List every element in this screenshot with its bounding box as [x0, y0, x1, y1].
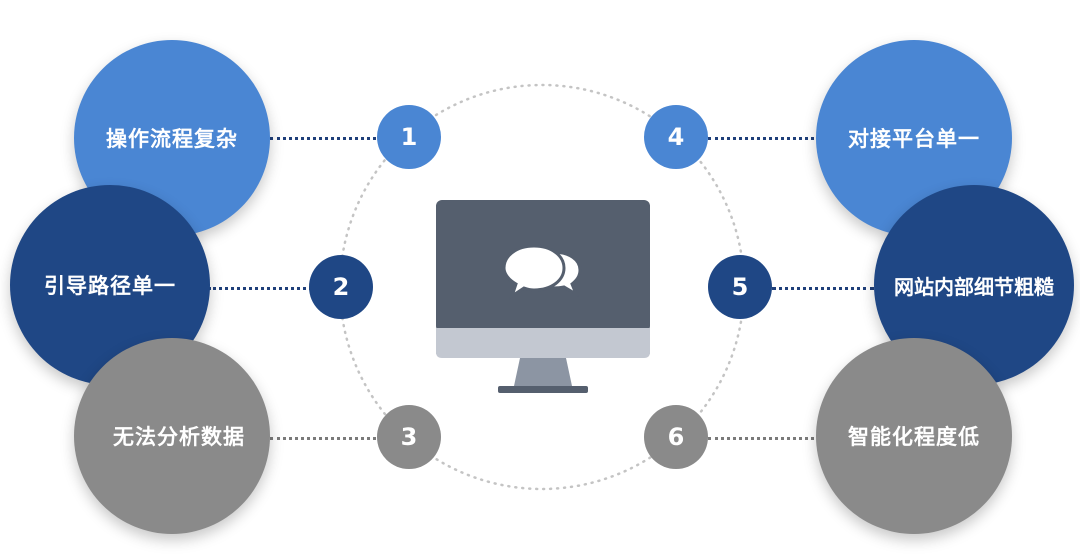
connector-4: [708, 137, 820, 140]
number-5: 5: [731, 273, 749, 301]
issue-label-2: 引导路径单一: [44, 274, 176, 298]
connector-1: [270, 137, 382, 140]
number-3: 3: [400, 423, 418, 451]
issue-circle-3: 无法分析数据: [74, 338, 270, 534]
issue-circle-5: 网站内部细节粗糙: [874, 185, 1074, 385]
number-badge-1: 1: [377, 105, 441, 169]
number-badge-3: 3: [377, 405, 441, 469]
number-2: 2: [332, 273, 350, 301]
issue-label-1: 操作流程复杂: [106, 127, 238, 151]
connector-6: [708, 437, 820, 440]
chat-bubbles-icon: [502, 244, 582, 300]
monitor-chin: [436, 328, 650, 354]
number-badge-4: 4: [644, 105, 708, 169]
issue-label-4: 对接平台单一: [848, 127, 980, 151]
issue-circle-6: 智能化程度低: [816, 338, 1012, 534]
number-badge-5: 5: [708, 255, 772, 319]
monitor-icon: [436, 200, 650, 393]
number-6: 6: [667, 423, 685, 451]
issue-label-6: 智能化程度低: [848, 425, 980, 449]
issue-label-3: 无法分析数据: [113, 425, 245, 449]
number-1: 1: [400, 123, 418, 151]
number-4: 4: [667, 123, 685, 151]
monitor-base: [498, 386, 588, 393]
monitor-stand: [514, 358, 572, 386]
issue-label-5: 网站内部细节粗糙: [894, 274, 1054, 299]
connector-5: [772, 287, 874, 290]
number-badge-6: 6: [644, 405, 708, 469]
number-badge-2: 2: [309, 255, 373, 319]
connector-3: [270, 437, 382, 440]
connector-2: [208, 287, 312, 290]
